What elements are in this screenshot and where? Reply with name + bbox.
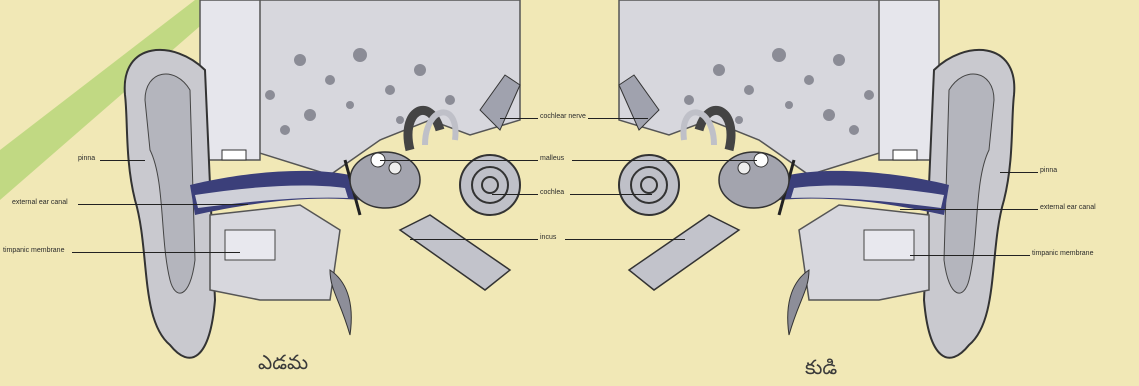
- label-malleus: malleus: [540, 155, 564, 162]
- right-ear-illustration: [579, 0, 1139, 386]
- caption-right: కుడి: [805, 355, 837, 384]
- label-cochlear-nerve: cochlear nerve: [540, 113, 586, 120]
- label-right-pinna: pinna: [1040, 167, 1057, 174]
- label-incus: incus: [540, 234, 556, 241]
- label-left-timpanic-membrane: timpanic membrane: [3, 247, 64, 254]
- label-cochlea: cochlea: [540, 189, 564, 196]
- caption-left: ఎడమ: [258, 350, 308, 379]
- leader-incus-left: [410, 239, 538, 240]
- leader-right-external-ear-canal: [900, 209, 1038, 210]
- leader-right-timpanic-membrane: [910, 255, 1030, 256]
- label-right-timpanic-membrane: timpanic membrane: [1032, 250, 1093, 257]
- label-right-external-ear-canal: external ear canal: [1040, 204, 1096, 211]
- leader-right-pinna: [1000, 172, 1038, 173]
- left-ear-illustration: [0, 0, 560, 386]
- leader-left-timpanic-membrane: [72, 252, 240, 253]
- leader-malleus-left: [380, 160, 538, 161]
- label-left-pinna: pinna: [78, 155, 95, 162]
- leader-cochlea-right: [570, 194, 652, 195]
- leader-cochlear-nerve-right: [588, 118, 648, 119]
- leader-cochlear-nerve-left: [500, 118, 538, 119]
- leader-left-pinna: [100, 160, 145, 161]
- leader-left-external-ear-canal: [78, 204, 248, 205]
- leader-malleus-right: [572, 160, 757, 161]
- leader-incus-right: [565, 239, 685, 240]
- label-left-external-ear-canal: external ear canal: [12, 199, 68, 206]
- leader-cochlea-left: [492, 194, 538, 195]
